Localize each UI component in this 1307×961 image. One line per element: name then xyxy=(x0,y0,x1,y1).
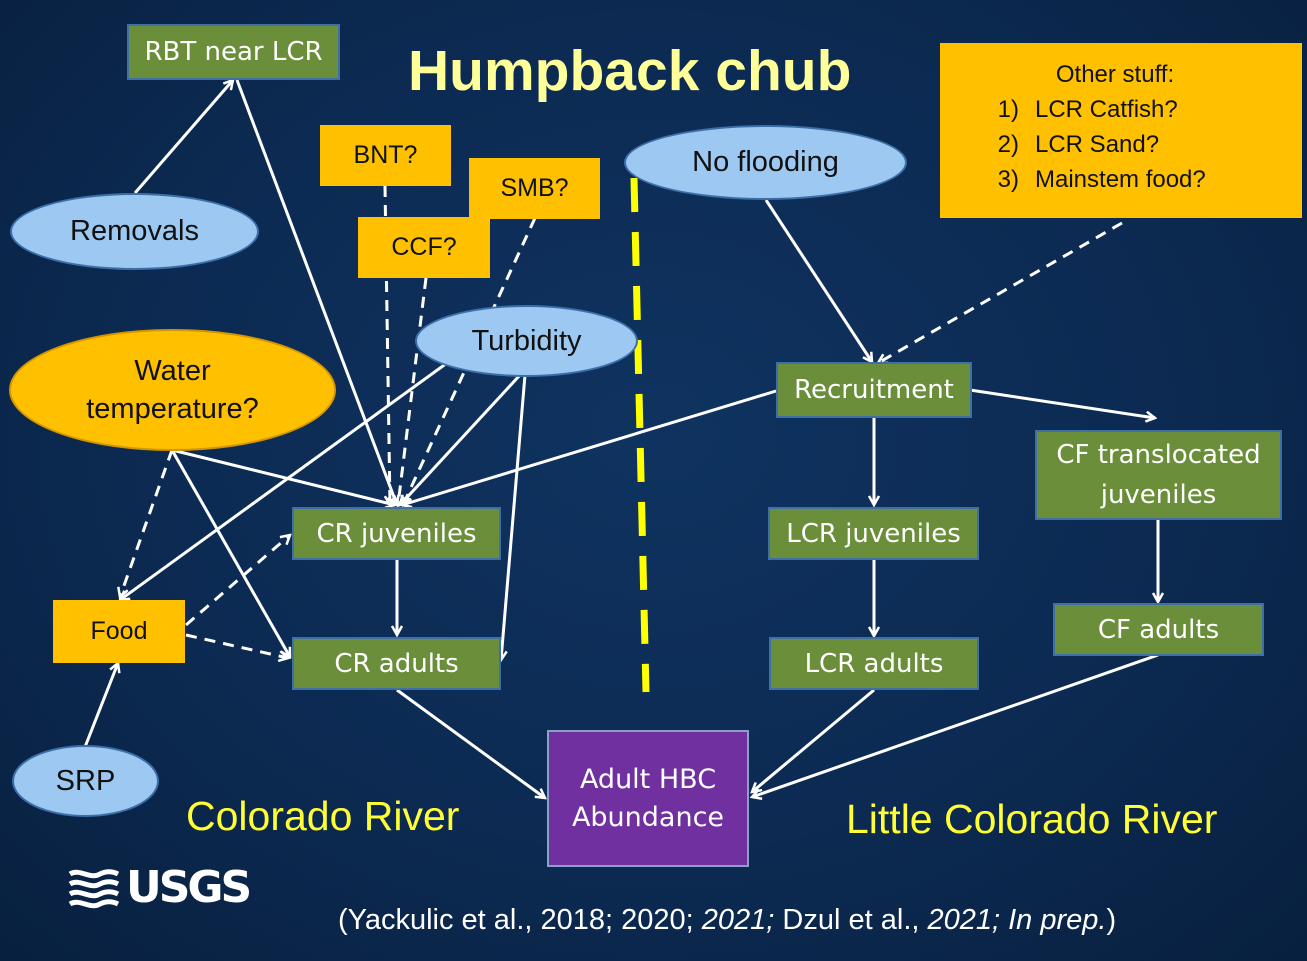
node-turbidity: Turbidity xyxy=(415,305,638,377)
link-lcradults-hbc xyxy=(752,688,875,792)
link-turbidity-crjuv xyxy=(400,373,522,505)
item-text: Mainstem food? xyxy=(1035,166,1206,193)
link-recruit-crjuv xyxy=(402,389,777,505)
link-turbidity-food xyxy=(120,361,448,600)
other-stuff-item: 3) Mainstem food? xyxy=(940,162,1302,197)
link-watertemp-crjuv xyxy=(171,448,395,505)
node-adult-hbc-abundance: Adult HBC Abundance xyxy=(547,730,749,867)
node-cf-adults: CF adults xyxy=(1053,603,1264,656)
item-number: 2) xyxy=(997,131,1019,158)
link-nofl-recruit xyxy=(764,199,872,362)
slide-title: Humpback chub xyxy=(408,39,852,103)
citation-part-italic: 2021; xyxy=(701,904,775,936)
link-watertemp-cradults xyxy=(170,449,292,657)
node-lcr-juveniles: LCR juveniles xyxy=(768,507,979,560)
usgs-wave-icon xyxy=(68,868,120,908)
node-ccf: CCF? xyxy=(358,217,490,278)
item-text: LCR Sand? xyxy=(1035,131,1160,158)
link-other-recruit xyxy=(878,221,1123,365)
node-bnt: BNT? xyxy=(320,125,451,186)
region-label-little-colorado-river: Little Colorado River xyxy=(846,796,1218,842)
item-number: 3) xyxy=(997,166,1019,193)
citation-part: ) xyxy=(1106,904,1117,936)
link-turbidity-cradults xyxy=(501,374,527,660)
cf-translocated-label: CF translocated juveniles xyxy=(1056,440,1261,510)
link-recruit-cftrans xyxy=(969,388,1155,418)
link-removals-rbt xyxy=(133,80,233,194)
link-ccf-crjuv xyxy=(398,277,428,505)
usgs-logo: USGS xyxy=(68,862,252,913)
node-lcr-adults: LCR adults xyxy=(769,637,979,690)
node-food: Food xyxy=(53,600,185,663)
link-cfadults-hbc xyxy=(752,653,1159,797)
node-cr-adults: CR adults xyxy=(292,637,501,690)
node-cf-translocated-juveniles: CF translocated juveniles xyxy=(1035,430,1282,520)
node-cr-juveniles: CR juveniles xyxy=(292,507,501,560)
link-srp-food xyxy=(83,663,118,748)
region-label-colorado-river: Colorado River xyxy=(186,793,460,839)
other-stuff-item: 2) LCR Sand? xyxy=(940,127,1302,162)
item-text: LCR Catfish? xyxy=(1035,96,1178,123)
river-divider xyxy=(630,177,650,693)
link-rbt-crjuv xyxy=(235,79,397,505)
citation-part: Dzul et al., xyxy=(774,904,928,936)
node-recruitment: Recruitment xyxy=(776,362,972,418)
citation-part: (Yackulic et al., 2018; 2020; xyxy=(338,904,702,936)
usgs-logo-text: USGS xyxy=(126,862,252,913)
link-food-cradults xyxy=(185,633,288,658)
water-temperature-label: Water temperature? xyxy=(86,355,259,425)
node-smb: SMB? xyxy=(469,158,600,219)
other-stuff-box: Other stuff: 1) LCR Catfish? 2) LCR Sand… xyxy=(940,43,1302,218)
other-stuff-heading: Other stuff: xyxy=(1055,61,1175,88)
link-cradults-hbc xyxy=(396,688,545,798)
link-food-crjuv xyxy=(185,535,290,627)
node-water-temperature: Water temperature? xyxy=(9,329,336,451)
item-number: 1) xyxy=(997,96,1019,123)
link-bnt-crjuv xyxy=(383,185,390,505)
other-stuff-item: 1) LCR Catfish? xyxy=(940,92,1302,127)
node-removals: Removals xyxy=(10,193,259,270)
node-rbt-near-lcr: RBT near LCR xyxy=(127,24,340,80)
link-watertemp-food xyxy=(120,449,174,597)
node-srp: SRP xyxy=(12,745,159,817)
adult-hbc-line1: Adult HBC xyxy=(579,763,717,795)
citation: (Yackulic et al., 2018; 2020; 2021; Dzul… xyxy=(338,904,1116,937)
citation-part-italic: 2021; In prep. xyxy=(927,904,1107,936)
node-no-flooding: No flooding xyxy=(624,125,907,200)
adult-hbc-line2: Abundance xyxy=(571,801,725,833)
